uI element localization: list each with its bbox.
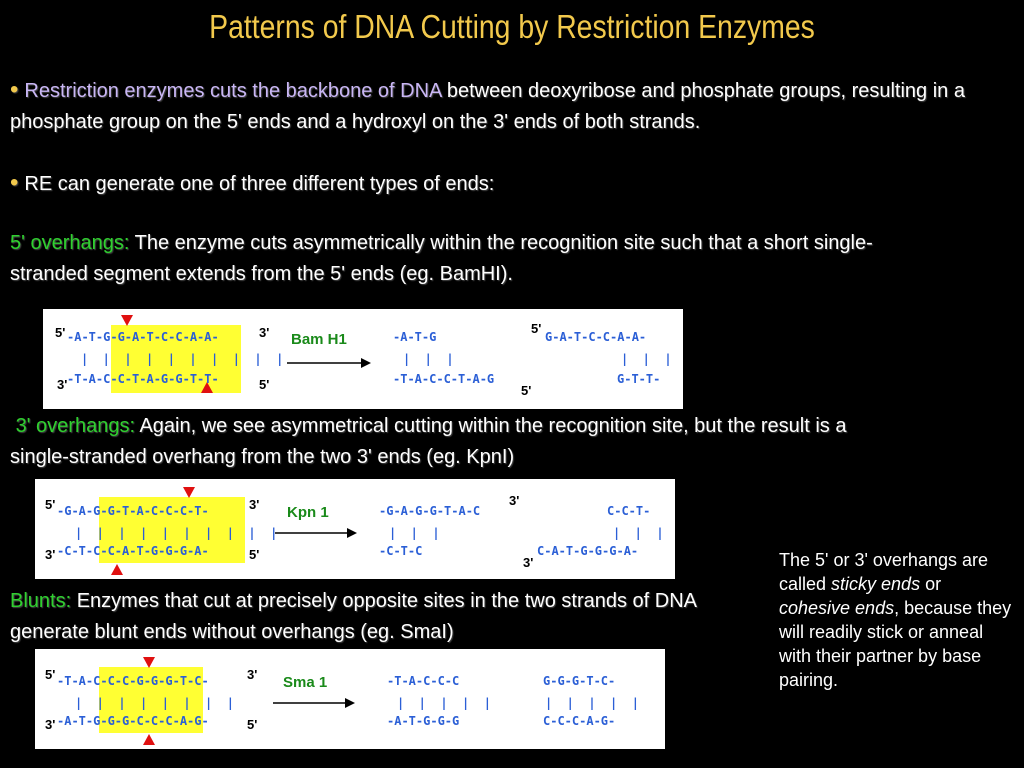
bullet-2: •RE can generate one of three different …: [10, 167, 1015, 200]
three-prime-end: 3': [45, 717, 55, 732]
left-fragment-bonds: | | |: [403, 352, 454, 366]
bottom-strand: -C-T-C-C-A-T-G-G-G-A-: [57, 544, 209, 558]
cut-marker-bottom: [143, 734, 155, 745]
side-note-pre: The 5' or 3' overhangs are called: [779, 550, 988, 594]
bullet-1: •Restriction enzymes cuts the backbone o…: [10, 74, 1015, 138]
five-prime-paragraph: 5' overhangs: The enzyme cuts asymmetric…: [10, 228, 950, 290]
five-prime-end: 5': [521, 383, 531, 398]
cut-marker-top: [121, 315, 133, 326]
cut-marker-bottom: [111, 564, 123, 575]
five-prime-end: 5': [259, 377, 269, 392]
five-prime-end: 5': [55, 325, 65, 340]
arrow-right-icon: [347, 528, 357, 538]
left-fragment-bottom: -C-T-C: [379, 544, 422, 558]
cut-marker-bottom: [201, 382, 213, 393]
left-fragment-top: -A-T-G: [393, 330, 436, 344]
enzyme-label: Sma 1: [283, 674, 327, 691]
right-fragment-top: G-G-G-T-C-: [543, 674, 615, 688]
arrow-right-icon: [345, 698, 355, 708]
five-prime-end: 5': [249, 547, 259, 562]
left-fragment-bonds: | | |: [389, 526, 440, 540]
right-fragment-bonds: | | |: [613, 526, 664, 540]
right-fragment-bonds: | | |: [621, 352, 672, 366]
arrow-right-icon: [361, 358, 371, 368]
base-pair-bonds: | | | | | | | | | |: [81, 352, 283, 366]
base-pair-bonds: | | | | | | | | | |: [75, 526, 277, 540]
three-prime-text: Again, we see asymmetrical cutting withi…: [10, 415, 847, 468]
left-fragment-top: -T-A-C-C-C: [387, 674, 459, 688]
right-fragment-top: C-C-T-: [607, 504, 650, 518]
bullet-2-text: RE can generate one of three different t…: [24, 173, 495, 195]
enzyme-label: Bam H1: [291, 331, 347, 348]
side-note-term-1: sticky ends: [831, 574, 921, 594]
five-prime-label: 5' overhangs:: [10, 232, 130, 254]
side-note-mid: or: [920, 574, 942, 594]
three-prime-paragraph: 3' overhangs: Again, we see asymmetrical…: [10, 411, 910, 473]
five-prime-end: 5': [531, 321, 541, 336]
bullet-icon: •: [10, 169, 19, 196]
right-fragment-bottom: C-A-T-G-G-G-A-: [537, 544, 638, 558]
bottom-strand: -A-T-G-G-G-C-C-C-A-G-: [57, 714, 209, 728]
right-fragment-bonds: | | | | |: [545, 696, 639, 710]
bullet-icon: •: [10, 76, 19, 103]
kpn1-diagram: 5' -G-A-G-G-T-A-C-C-C-T- 3' | | | | | | …: [35, 479, 675, 579]
left-fragment-bottom: -A-T-G-G-G: [387, 714, 459, 728]
sma1-diagram: 5' -T-A-C-C-C-G-G-G-T-C- 3' | | | | | | …: [35, 649, 665, 749]
recognition-site: [99, 497, 245, 563]
side-note-term-2: cohesive ends: [779, 598, 895, 618]
three-prime-end: 3': [249, 497, 259, 512]
top-strand: -G-A-G-G-T-A-C-C-C-T-: [57, 504, 209, 518]
left-fragment-bonds: | | | | |: [397, 696, 491, 710]
recognition-site: [111, 325, 241, 393]
slide-title: Patterns of DNA Cutting by Restriction E…: [209, 8, 815, 45]
right-fragment-bottom: G-T-T-: [617, 372, 660, 386]
three-prime-end: 3': [259, 325, 269, 340]
three-prime-end: 3': [523, 555, 533, 570]
right-fragment-bottom: C-C-C-A-G-: [543, 714, 615, 728]
bottom-strand: -T-A-C-C-T-A-G-G-T-T-: [67, 372, 219, 386]
bullet-1-text: between deoxyribose and phosphate groups…: [10, 80, 965, 133]
recognition-site: [99, 667, 203, 733]
enzyme-label: Kpn 1: [287, 504, 329, 521]
side-note-post: , because they will readily stick or ann…: [779, 598, 1012, 690]
cut-marker-top: [143, 657, 155, 668]
cut-marker-top: [183, 487, 195, 498]
top-strand: -A-T-G-G-A-T-C-C-A-A-: [67, 330, 219, 344]
base-pair-bonds: | | | | | | | |: [75, 696, 234, 710]
three-prime-end: 3': [509, 493, 519, 508]
three-prime-end: 3': [57, 377, 67, 392]
five-prime-text: The enzyme cuts asymmetrically within th…: [10, 232, 873, 285]
bullet-1-highlight: Restriction enzymes cuts the backbone of…: [24, 80, 442, 102]
top-strand: -T-A-C-C-C-G-G-G-T-C-: [57, 674, 209, 688]
three-prime-label: 3' overhangs:: [15, 415, 136, 437]
blunt-label: Blunts:: [10, 590, 72, 612]
blunt-text: Enzymes that cut at precisely opposite s…: [10, 590, 696, 643]
five-prime-end: 5': [45, 497, 55, 512]
three-prime-end: 3': [45, 547, 55, 562]
left-fragment-top: -G-A-G-G-T-A-C: [379, 504, 480, 518]
blunt-paragraph: Blunts: Enzymes that cut at precisely op…: [10, 586, 770, 648]
bamh1-diagram: 5' -A-T-G-G-A-T-C-C-A-A- 3' | | | | | | …: [43, 309, 683, 409]
right-fragment-top: G-A-T-C-C-A-A-: [545, 330, 646, 344]
left-fragment-bottom: -T-A-C-C-T-A-G: [393, 372, 494, 386]
five-prime-end: 5': [247, 717, 257, 732]
three-prime-end: 3': [247, 667, 257, 682]
five-prime-end: 5': [45, 667, 55, 682]
side-note: The 5' or 3' overhangs are called sticky…: [779, 548, 1015, 692]
